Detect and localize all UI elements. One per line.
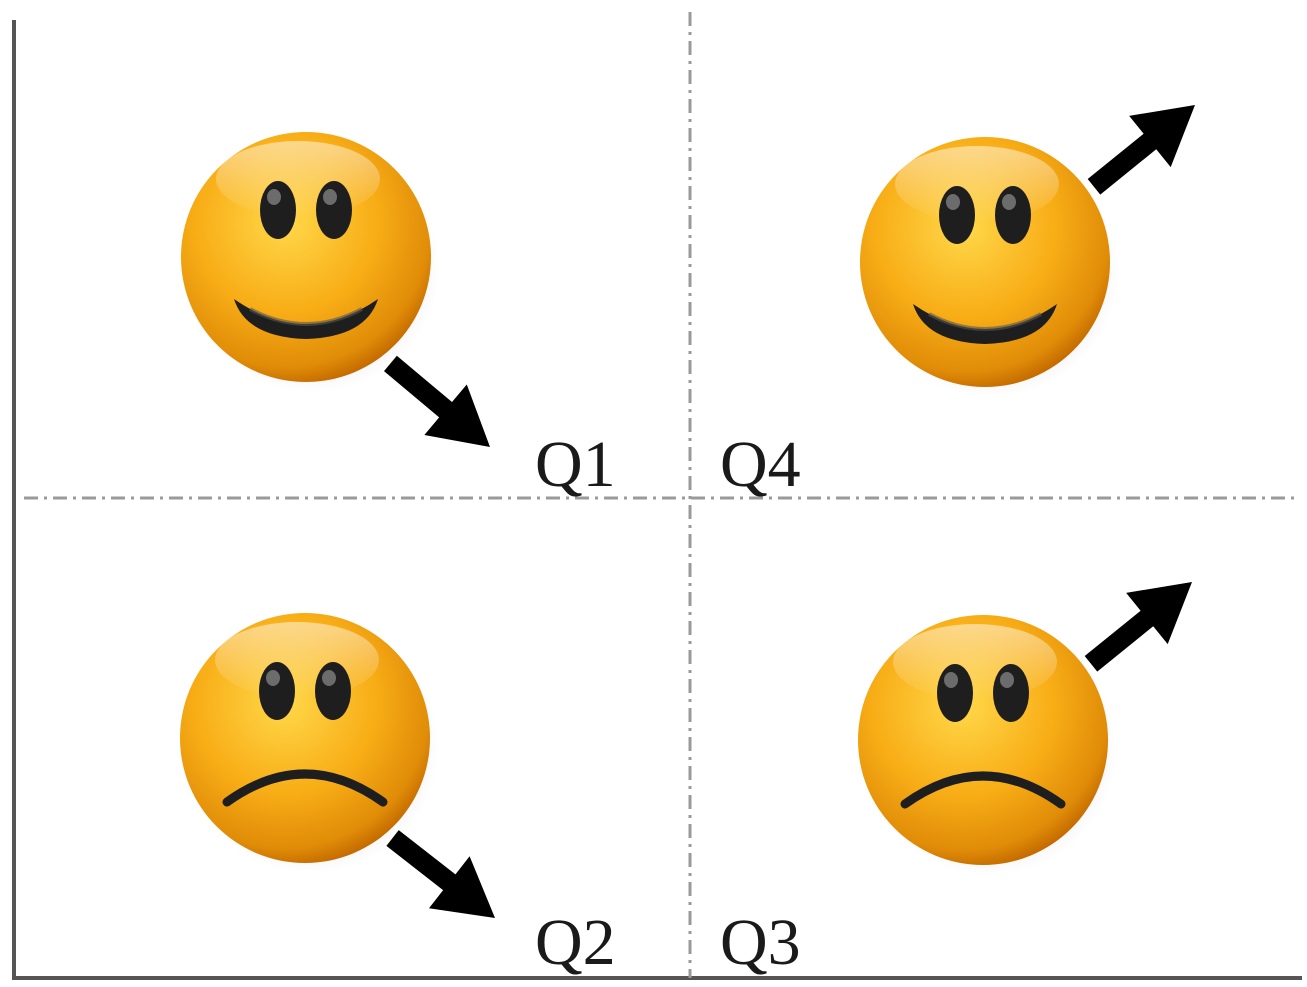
happy-face-icon	[860, 137, 1119, 398]
sad-face-icon	[180, 613, 439, 874]
quadrant-q3: Q3	[720, 556, 1213, 979]
arrow-up-right-icon	[1070, 556, 1213, 690]
quadrant-label-q2: Q2	[535, 906, 616, 979]
arrow-up-right-icon	[1073, 79, 1216, 213]
quadrant-q2: Q2	[180, 613, 616, 979]
quadrant-label-q4: Q4	[720, 428, 801, 501]
sad-face-icon	[858, 615, 1117, 876]
quadrant-q1: Q1	[181, 132, 616, 501]
quadrant-q4: Q4	[720, 79, 1216, 501]
quadrant-label-q3: Q3	[720, 906, 801, 979]
happy-face-icon	[181, 132, 440, 393]
quadrant-label-q1: Q1	[535, 428, 616, 501]
